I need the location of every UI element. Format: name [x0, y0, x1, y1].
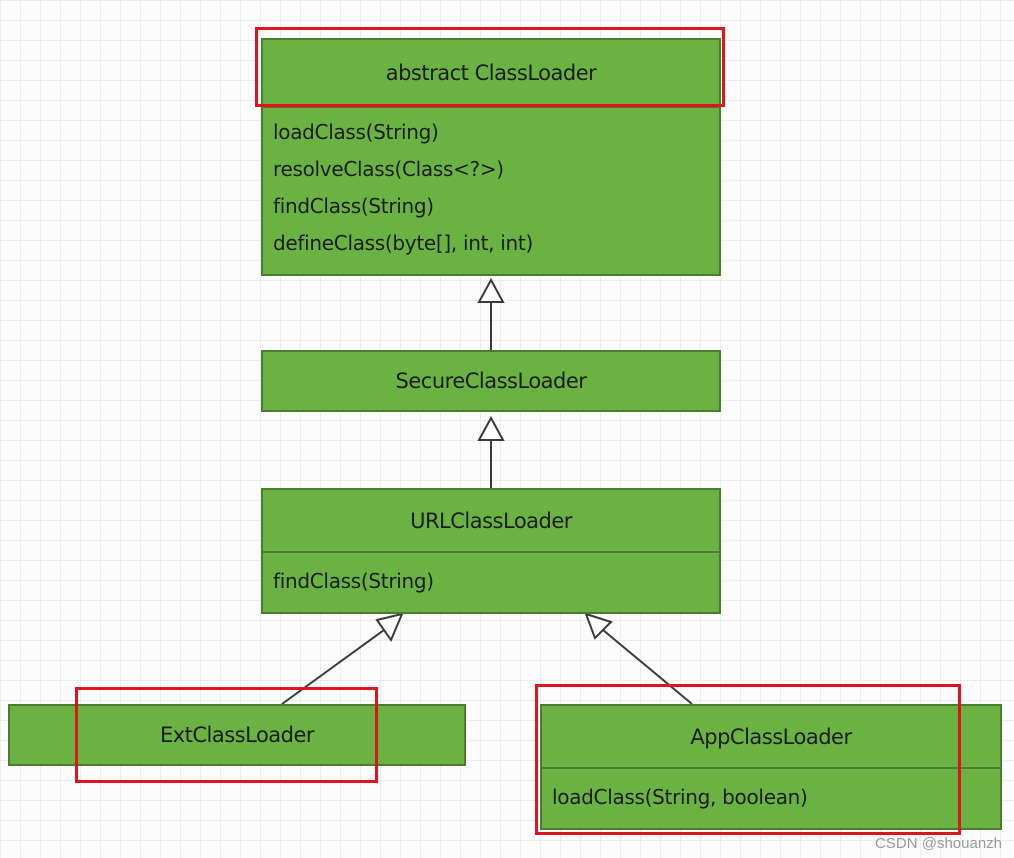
- method-resolve-class: resolveClass(Class<?>): [273, 157, 504, 181]
- arrow-ext-to-url: [281, 629, 385, 705]
- ext-classloader-box: ExtClassLoader: [8, 704, 466, 766]
- ext-classloader-title: ExtClassLoader: [159, 723, 315, 747]
- secure-classloader-title: SecureClassLoader: [395, 369, 587, 393]
- arrowhead-classloader: [477, 277, 505, 303]
- method-load-class-boolean: loadClass(String, boolean): [552, 785, 808, 809]
- url-classloader-box: URLClassLoader findClass(String): [261, 488, 721, 614]
- method-find-class: findClass(String): [273, 194, 434, 218]
- arrowhead-url-left: [375, 612, 404, 643]
- classloader-box: abstract ClassLoader loadClass(String) r…: [261, 38, 721, 276]
- classloader-title: abstract ClassLoader: [385, 61, 597, 85]
- url-classloader-title: URLClassLoader: [410, 508, 572, 533]
- highlight-classloader: [255, 27, 725, 107]
- url-classloader-methods: findClass(String): [263, 551, 719, 612]
- method-load-class: loadClass(String): [273, 120, 439, 144]
- app-classloader-title: AppClassLoader: [690, 724, 852, 749]
- highlight-ext-classloader: [75, 687, 378, 783]
- arrowhead-url-right: [584, 612, 613, 640]
- watermark: CSDN @shouanzh: [875, 835, 1002, 852]
- classloader-methods: loadClass(String) resolveClass(Class<?>)…: [263, 106, 719, 274]
- app-classloader-methods: loadClass(String, boolean): [542, 767, 1000, 828]
- arrowhead-secure: [477, 415, 505, 441]
- secure-classloader-box: SecureClassLoader: [261, 350, 721, 412]
- highlight-app-classloader: [535, 684, 961, 835]
- app-classloader-box: AppClassLoader loadClass(String, boolean…: [540, 704, 1002, 830]
- method-define-class: defineClass(byte[], int, int): [273, 231, 533, 255]
- arrow-app-to-url: [602, 629, 693, 705]
- method-find-class: findClass(String): [273, 569, 434, 593]
